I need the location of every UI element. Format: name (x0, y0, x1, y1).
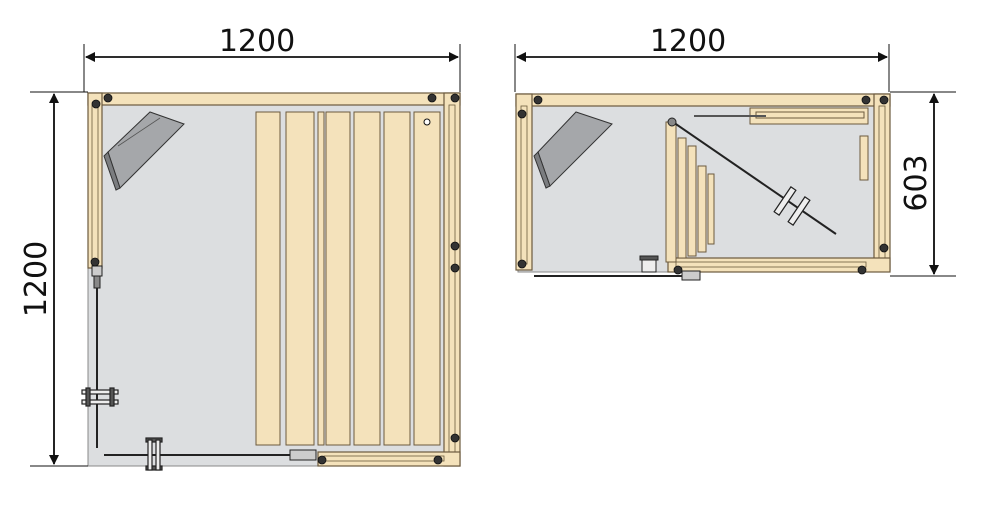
dimension-label-depth-right: 603 (899, 154, 934, 211)
dimension-width-left: 1200 (83, 24, 461, 92)
corner-bolts-right (517, 95, 889, 275)
top-wall-right (515, 93, 891, 107)
right-wall (443, 92, 461, 467)
plan-square: 1200 1200 (19, 24, 461, 471)
dimension-label-height-left: 1200 (19, 241, 54, 317)
bench-slats (255, 111, 441, 446)
left-wall (87, 92, 103, 269)
glass-front-right (534, 255, 701, 281)
dimension-height-left: 1200 (19, 91, 88, 467)
corner-bolts (90, 93, 460, 465)
left-wall-right (515, 93, 533, 271)
dimension-depth-right: 603 (890, 91, 956, 277)
door-handle-icon (81, 387, 119, 407)
glass-door (91, 265, 103, 448)
door-diagonal (667, 117, 837, 235)
door-handle-bottom-icon (145, 437, 163, 471)
top-wall (87, 92, 461, 106)
right-wall-right (873, 93, 891, 271)
bottom-wall-right (667, 257, 891, 273)
plan-rectangle: 1200 603 (514, 24, 956, 281)
dimension-label-width-right: 1200 (650, 24, 726, 59)
dimension-label-width-left: 1200 (219, 24, 295, 59)
heater-stove-right-icon (533, 111, 613, 189)
dimension-width-right: 1200 (514, 24, 890, 92)
heater-stove-icon (103, 111, 185, 191)
glass-front (104, 449, 317, 461)
